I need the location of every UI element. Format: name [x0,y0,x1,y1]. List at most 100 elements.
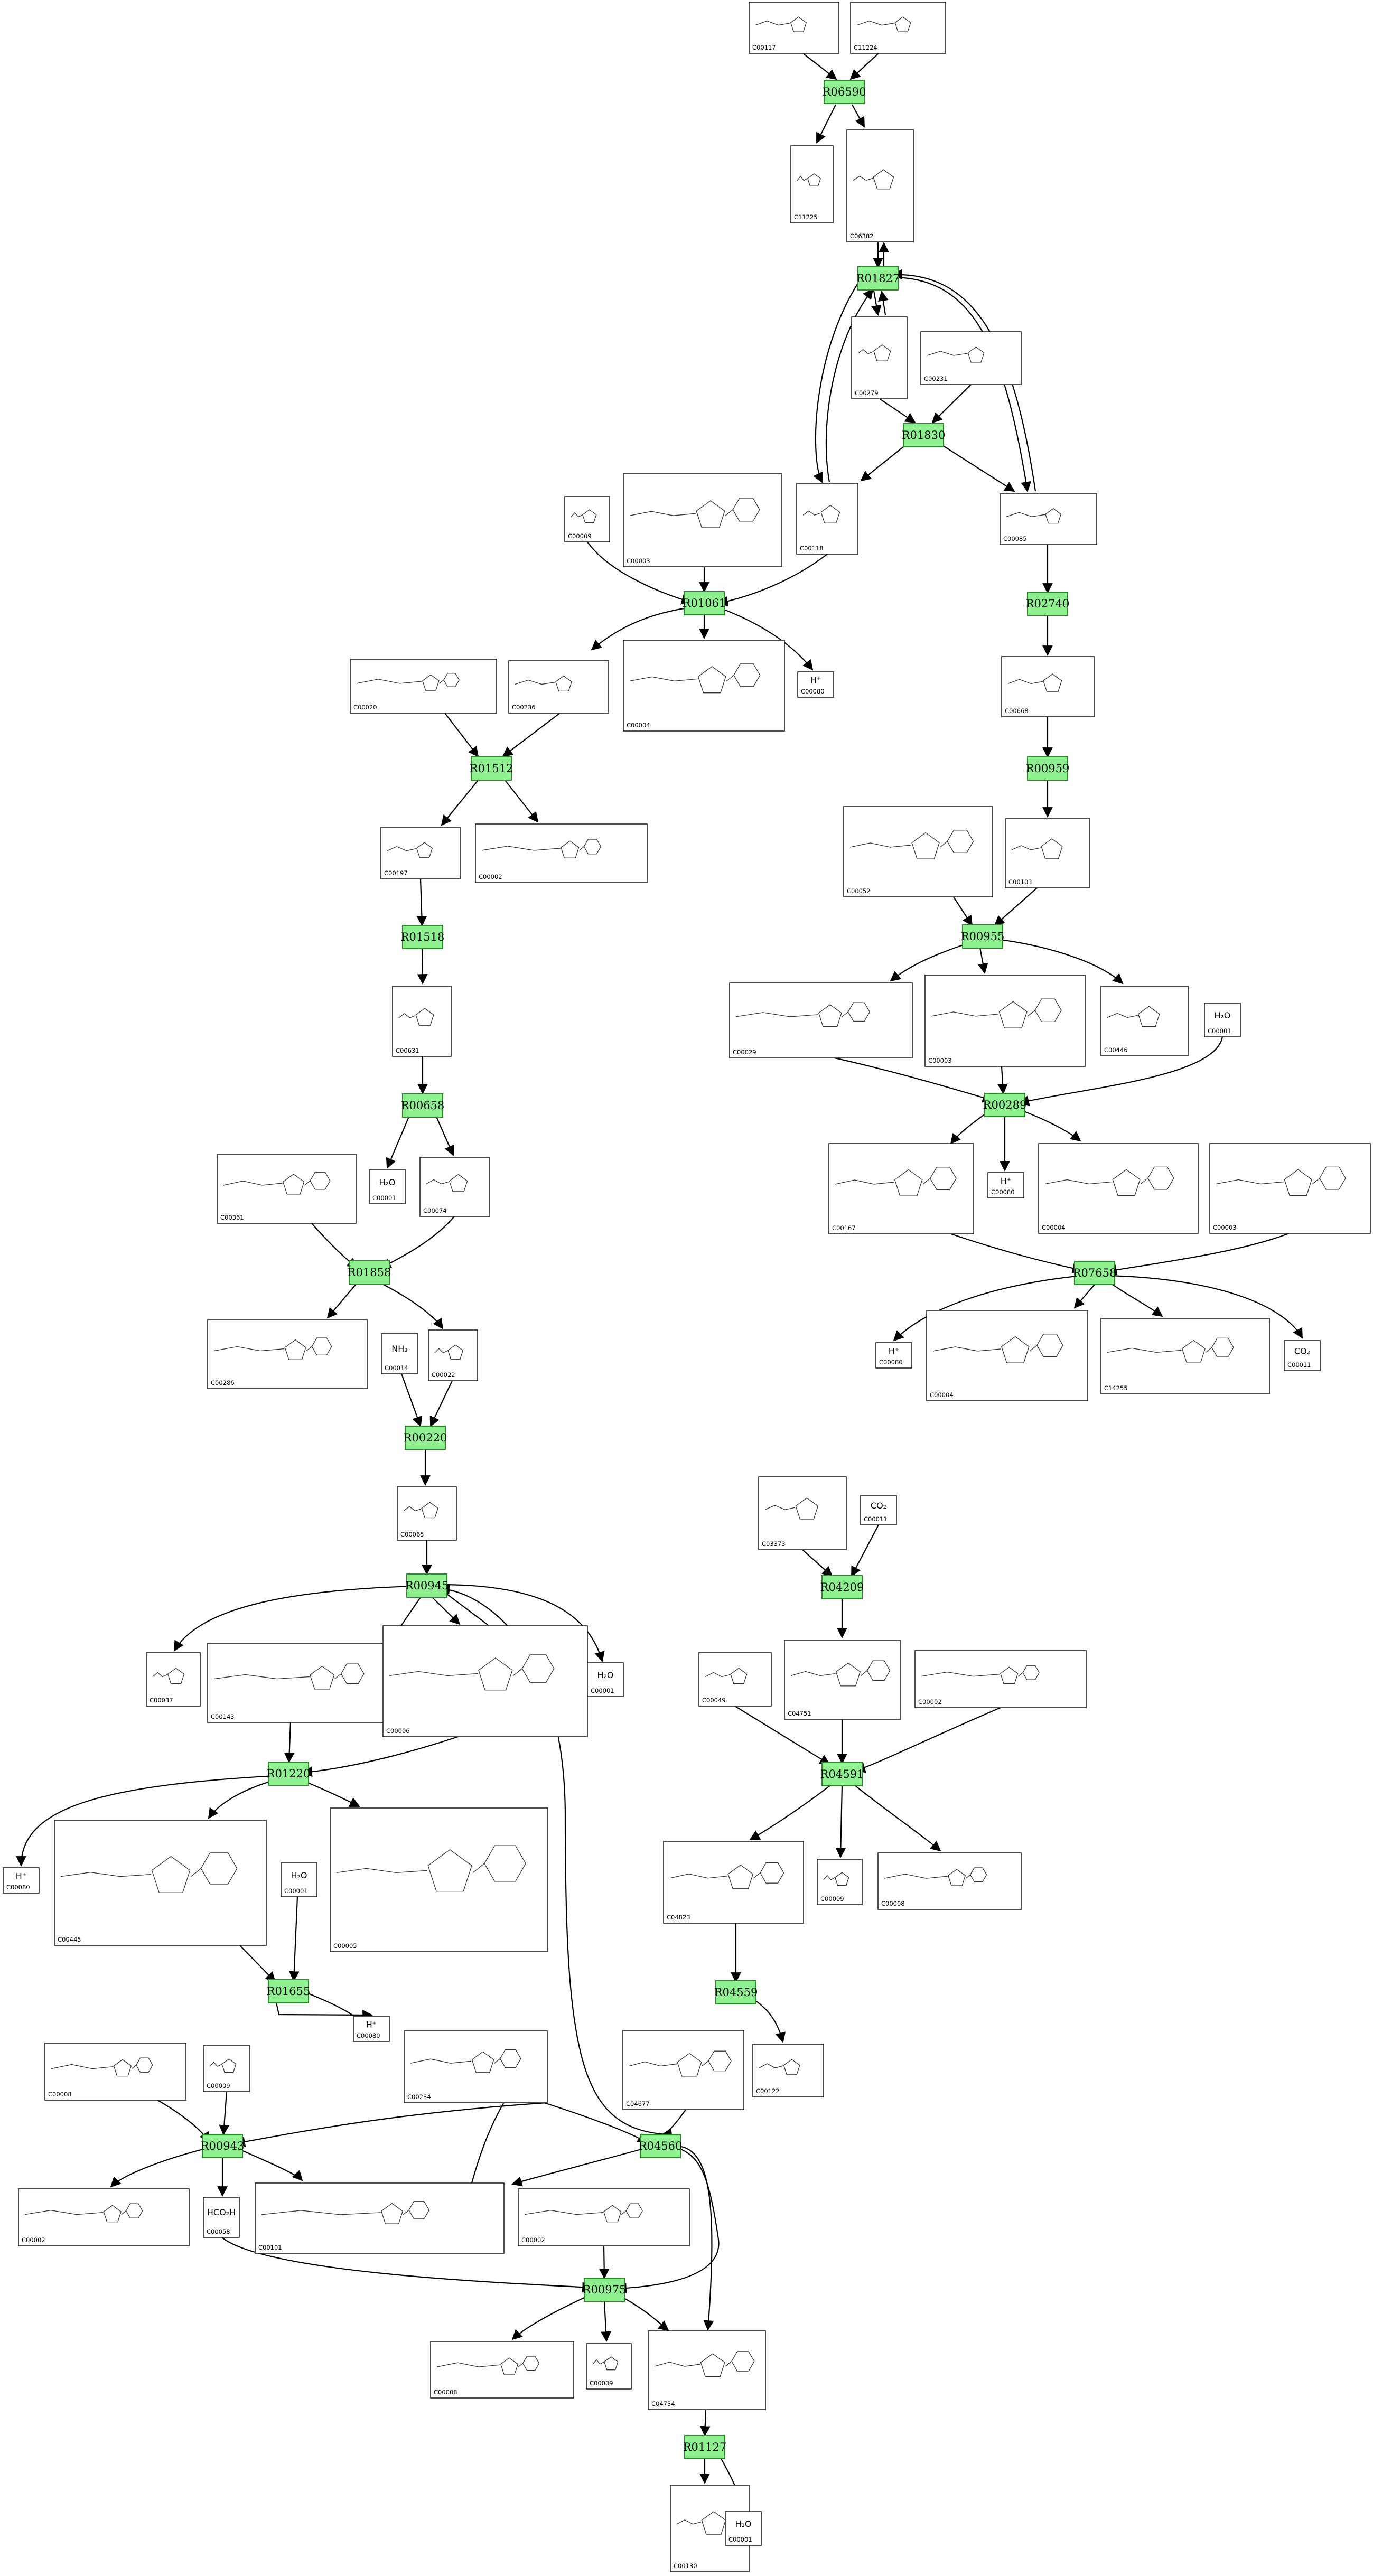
compound-box-c00101[interactable]: C00101 [255,2182,505,2254]
reaction-node-r02740[interactable]: R02740 [1026,592,1070,616]
reaction-node-r06590[interactable]: R06590 [823,80,866,104]
compound-box-c00003[interactable]: C00003 [1209,1143,1371,1234]
structure-sketch [755,16,807,32]
compound-box-c00008[interactable]: C00008 [877,1852,1022,1910]
reaction-node-r00959[interactable]: R00959 [1026,756,1070,781]
compound-box-c00002[interactable]: C00002 [914,1650,1087,1708]
compound-box-c00008[interactable]: C00008 [430,2341,574,2399]
reaction-node-r01830[interactable]: R01830 [902,423,946,447]
compound-box-c00236[interactable]: C00236 [508,660,609,714]
compound-frame [330,1807,548,1952]
structure-sketch [261,2201,430,2224]
reaction-node-r07658[interactable]: R07658 [1073,1261,1117,1285]
compound-box-c00004[interactable]: C00004 [623,640,785,732]
reaction-node-r01512[interactable]: R01512 [470,756,513,781]
reaction-node-r00975[interactable]: R00975 [583,2278,627,2302]
compound-box-c14255[interactable]: C14255 [1100,1318,1270,1394]
reaction-node-r01827[interactable]: R01827 [856,266,900,291]
compound-box-c00029[interactable]: C00029 [729,982,913,1058]
compound-box-c00197[interactable]: C00197 [380,827,461,879]
compound-box-c00279[interactable]: C00279 [851,316,908,399]
compound-box-c00003[interactable]: C00003 [924,975,1086,1067]
compound-box-c00006[interactable]: C00006 [382,1625,588,1737]
compound-box-c04823[interactable]: C04823 [663,1841,804,1924]
compound-box-c00009[interactable]: C00009 [586,2343,632,2390]
compound-box-c00009[interactable]: C00009 [564,496,610,542]
compound-box-c00080[interactable]: H⁺C00080 [987,1172,1024,1198]
compound-box-c00103[interactable]: C00103 [1005,818,1090,888]
reaction-node-r04209[interactable]: R04209 [820,1575,864,1599]
reaction-node-r00943[interactable]: R00943 [201,2134,245,2158]
reaction-node-r00220[interactable]: R00220 [404,1426,447,1450]
compound-box-c00049[interactable]: C00049 [698,1652,772,1707]
reaction-node-r04559[interactable]: R04559 [714,1980,758,2004]
compound-box-c00009[interactable]: C00009 [203,2045,250,2092]
reaction-node-r01061[interactable]: R01061 [683,591,726,615]
pathway-edge [835,1785,846,1858]
compound-box-c00002[interactable]: C00002 [18,2188,190,2246]
compound-box-c00446[interactable]: C00446 [1100,986,1189,1056]
reaction-node-r01220[interactable]: R01220 [267,1762,311,1786]
compound-box-c11225[interactable]: C11225 [790,145,834,223]
compound-box-c00361[interactable]: C00361 [217,1154,357,1224]
compound-box-c00003[interactable]: C00003 [623,473,782,567]
compound-box-c00065[interactable]: C00065 [397,1486,457,1541]
compound-box-c00631[interactable]: C00631 [392,986,452,1057]
compound-box-c00004[interactable]: C00004 [1038,1143,1199,1234]
compound-box-c00080[interactable]: H⁺C00080 [797,671,834,698]
reaction-node-r01518[interactable]: R01518 [401,925,445,949]
compound-box-c03373[interactable]: C03373 [758,1476,847,1550]
compound-box-c00668[interactable]: C00668 [1001,656,1095,717]
compound-box-c04751[interactable]: C04751 [784,1640,901,1720]
pathway-edge [825,288,874,483]
compound-box-c00052[interactable]: C00052 [843,806,993,897]
compound-box-c00167[interactable]: C00167 [828,1143,974,1234]
compound-box-c00118[interactable]: C00118 [796,483,858,555]
compound-box-c11224[interactable]: C11224 [850,2,946,54]
compound-box-c00085[interactable]: C00085 [1000,493,1097,545]
compound-box-c00117[interactable]: C00117 [749,2,839,54]
compound-box-c00020[interactable]: C00020 [350,659,497,714]
compound-box-c00008[interactable]: C00008 [44,2043,186,2101]
compound-box-c00037[interactable]: C00037 [146,1652,201,1707]
compound-box-c00122[interactable]: C00122 [752,2044,824,2097]
compound-box-c00002[interactable]: C00002 [475,823,648,883]
compound-box-c06382[interactable]: C06382 [846,129,914,242]
compound-box-c00231[interactable]: C00231 [920,331,1022,385]
reaction-id-label: R00943 [201,2140,245,2152]
reaction-node-r00289[interactable]: R00289 [983,1093,1027,1117]
compound-box-c00009[interactable]: C00009 [817,1859,863,1905]
compound-box-c00234[interactable]: C00234 [404,2030,548,2103]
compound-box-c00002[interactable]: C00002 [518,2188,690,2246]
compound-box-c00286[interactable]: C00286 [207,1319,368,1389]
compound-box-c00080[interactable]: H⁺C00080 [353,2016,390,2042]
reaction-node-r00658[interactable]: R00658 [401,1093,445,1118]
reaction-node-r01655[interactable]: R01655 [267,1979,311,2003]
compound-box-c00080[interactable]: H⁺C00080 [3,1867,40,1894]
compound-box-c04734[interactable]: C04734 [648,2330,766,2410]
compound-frame [508,660,609,714]
compound-box-c00445[interactable]: C00445 [54,1820,267,1946]
compound-box-c00143[interactable]: C00143 [207,1643,416,1723]
compound-box-c04677[interactable]: C04677 [622,2030,744,2110]
reaction-node-r00955[interactable]: R00955 [961,924,1005,949]
compound-box-c00080[interactable]: H⁺C00080 [875,1342,912,1369]
compound-box-c00005[interactable]: C00005 [330,1807,548,1952]
compound-box-c00074[interactable]: C00074 [419,1157,490,1217]
compound-box-c00004[interactable]: C00004 [926,1310,1088,1401]
reaction-node-r01858[interactable]: R01858 [348,1260,391,1285]
compound-box-c00022[interactable]: C00022 [428,1329,478,1381]
reaction-node-r00945[interactable]: R00945 [405,1573,449,1598]
reaction-node-r04591[interactable]: R04591 [820,1762,864,1786]
reaction-node-r01127[interactable]: R01127 [683,2435,727,2459]
reaction-node-r04560[interactable]: R04560 [639,2134,683,2158]
